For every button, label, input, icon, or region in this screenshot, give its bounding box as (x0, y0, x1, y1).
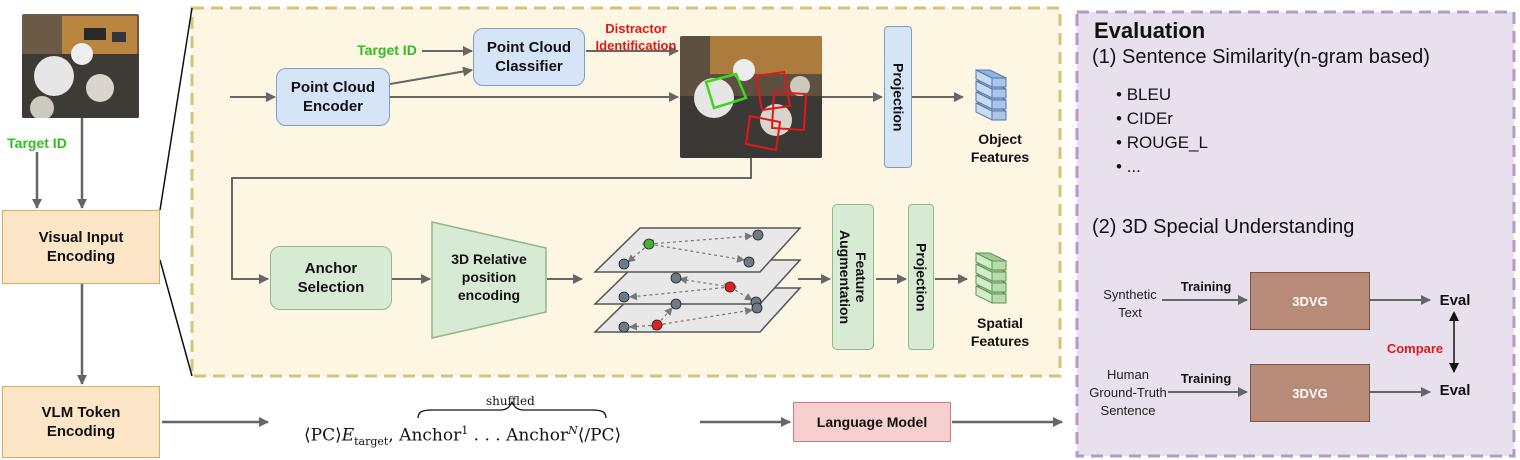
point-cloud-encoder-box: Point Cloud Encoder (276, 68, 390, 126)
training-label-human: Training (1180, 371, 1232, 386)
target-id-label: Target ID (357, 42, 417, 58)
anchor-graph-stack (593, 227, 802, 333)
spatial-projection-box: Projection (908, 204, 934, 350)
object-features-label: Object Features (970, 131, 1030, 165)
eval-label-human: Eval (1439, 382, 1471, 399)
training-label-synthetic: Training (1180, 279, 1232, 294)
object-projection-box: Projection (884, 26, 912, 168)
spatial-features-label: Spatial Features (970, 315, 1030, 349)
evaluation-title: Evaluation (1094, 18, 1206, 43)
synthetic-text-label: Synthetic Text (1103, 287, 1157, 320)
metric-item-bleu: • BLEU (1116, 85, 1172, 104)
scene-with-bounding-boxes (680, 36, 822, 158)
relative-position-encoder-shape (431, 221, 547, 339)
relative-position-encoding-label: 3D Relative position encoding (451, 251, 527, 303)
metric-label: CIDEr (1126, 109, 1173, 128)
feature-augmentation-box: Feature Augmentation (832, 204, 874, 350)
spatial-feature-stack (975, 252, 1007, 304)
language-model-box: Language Model (793, 402, 951, 442)
sentence-similarity-heading: (1) Sentence Similarity(n-gram based) (1092, 46, 1430, 68)
anchor-last-token: Anchor (506, 425, 569, 446)
metric-item-cider: • CIDEr (1116, 109, 1173, 128)
ellipsis-token: . . . (468, 425, 507, 446)
pc-open-token: ⟨PC⟩ (304, 425, 342, 446)
spatial-understanding-heading: (2) 3D Special Understanding (1092, 216, 1355, 238)
pc-close-token: ⟨/PC⟩ (577, 425, 622, 446)
target-embedding-symbol: E (341, 425, 355, 446)
visual-input-encoding-box: Visual Input Encoding (2, 210, 160, 284)
token-sequence-formula: ⟨PC⟩Etarget, Anchor1 . . . AnchorN⟨/PC⟩ (304, 424, 621, 448)
object-feature-stack (975, 69, 1007, 121)
anchor-selection-box: Anchor Selection (270, 246, 392, 310)
metric-item-more: • ... (1116, 157, 1141, 176)
comma-token: , (388, 425, 394, 446)
anchor-last-superscript: N (568, 424, 578, 437)
anchor-first-token: Anchor (399, 425, 462, 446)
metric-item-rouge: • ROUGE_L (1116, 133, 1208, 152)
compare-label: Compare (1386, 341, 1444, 356)
model-box-human: 3DVG (1250, 364, 1370, 422)
scene-thumbnail (22, 14, 139, 118)
left-target-id-label: Target ID (7, 135, 67, 151)
human-sentence-label: Human Ground-Truth Sentence (1089, 367, 1167, 418)
metric-label: ROUGE_L (1126, 133, 1208, 152)
anchor-first-superscript: 1 (461, 424, 469, 437)
eval-label-synthetic: Eval (1439, 292, 1471, 309)
point-cloud-classifier-box: Point Cloud Classifier (473, 28, 585, 86)
distractor-identification-label: Distractor Identification (595, 21, 677, 53)
model-box-synthetic: 3DVG (1250, 272, 1370, 330)
shuffled-label: shuffled (486, 394, 535, 408)
target-subscript: target (354, 435, 389, 449)
metric-label: ... (1126, 157, 1141, 176)
metric-label: BLEU (1126, 85, 1172, 104)
vlm-token-encoding-box: VLM Token Encoding (2, 386, 160, 458)
